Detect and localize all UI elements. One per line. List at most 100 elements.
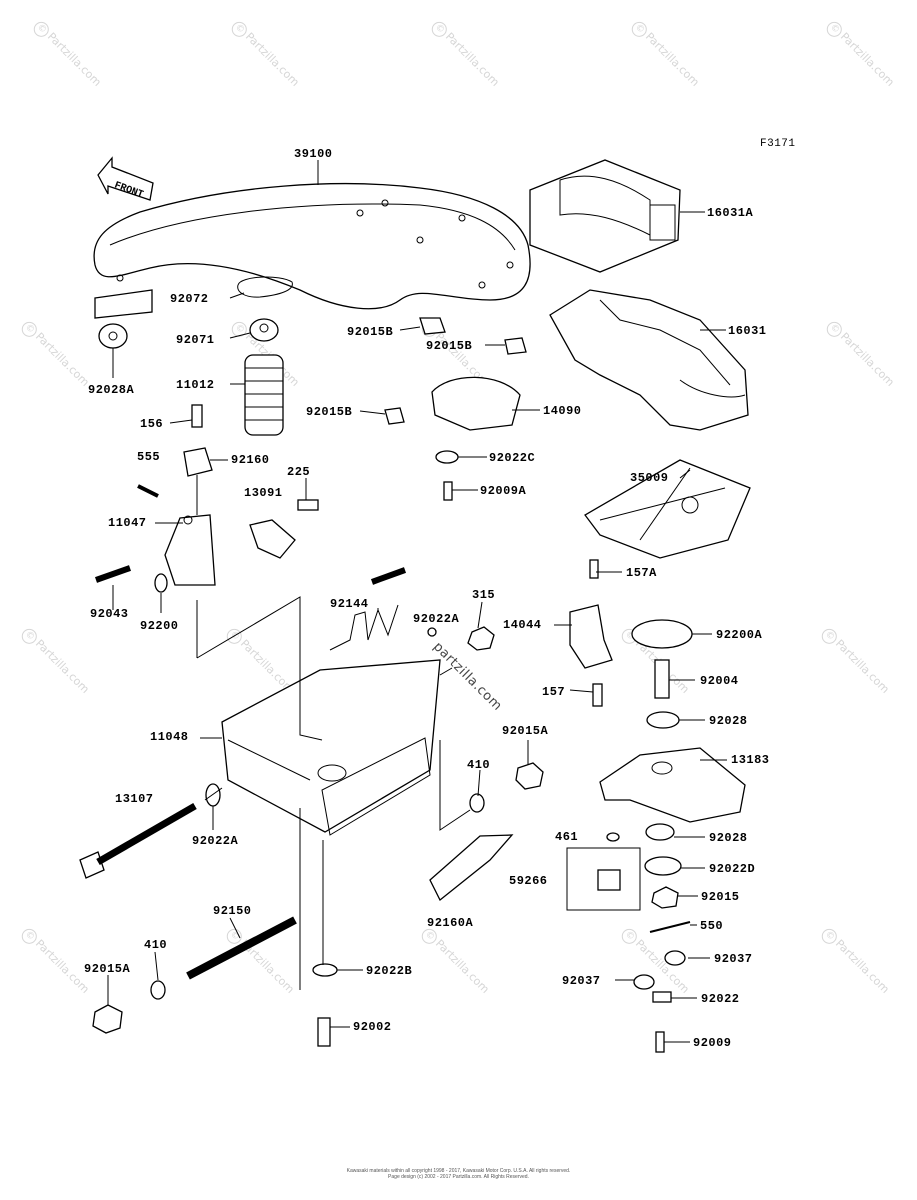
part-label-13107: 13107 xyxy=(115,792,154,806)
nut-315-drawing xyxy=(467,626,495,651)
part-label-92200: 92200 xyxy=(140,619,179,633)
part-label-11012: 11012 xyxy=(176,378,215,392)
washer-92200A-drawing xyxy=(631,619,693,649)
part-label-92022A: 92022A xyxy=(192,834,239,848)
part-label-410: 410 xyxy=(467,758,491,772)
part-label-13091: 13091 xyxy=(244,486,283,500)
part-label-92015A: 92015A xyxy=(502,724,549,738)
part-label-13183: 13183 xyxy=(731,753,770,767)
plate-13183-drawing xyxy=(599,747,746,823)
part-label-92022A: 92022A xyxy=(413,612,460,626)
part-label-92022D: 92022D xyxy=(709,862,756,876)
nut-92015A-drawing xyxy=(92,1004,123,1034)
stopper-92160A-drawing xyxy=(429,834,514,902)
copyright-line-2: Page design (c) 2002 - 2017 Partzilla.co… xyxy=(388,1174,529,1180)
leader-lines xyxy=(107,160,727,1043)
part-label-59266: 59266 xyxy=(509,874,548,888)
spring-92144-drawing xyxy=(329,567,407,651)
part-label-14044: 14044 xyxy=(503,618,542,632)
part-label-461: 461 xyxy=(555,830,579,844)
part-label-315: 315 xyxy=(472,588,496,602)
washer-92022A-drawing xyxy=(427,627,437,637)
bracket-14044-drawing xyxy=(569,604,613,669)
figure-code: F3171 xyxy=(760,138,796,150)
clip-461-drawing xyxy=(606,832,620,842)
bracket-35009-drawing xyxy=(584,459,751,559)
part-label-156: 156 xyxy=(140,417,164,431)
clamp-92037-drawing xyxy=(664,950,686,966)
part-label-16031A: 16031A xyxy=(707,206,754,220)
washer-92022A-drawing xyxy=(205,783,221,807)
part-label-550: 550 xyxy=(700,919,724,933)
washer-92022C-drawing xyxy=(435,450,459,464)
part-label-39100: 39100 xyxy=(294,147,333,161)
screw-225-drawing xyxy=(297,499,319,511)
part-label-555: 555 xyxy=(137,450,161,464)
part-label-11048: 11048 xyxy=(150,730,189,744)
nut-92015B-drawing xyxy=(419,317,446,335)
part-label-92022: 92022 xyxy=(701,992,740,1006)
part-label-92150: 92150 xyxy=(213,904,252,918)
part-label-92028: 92028 xyxy=(709,831,748,845)
part-label-92022B: 92022B xyxy=(366,964,413,978)
part-label-225: 225 xyxy=(287,465,311,479)
washer-92200-drawing xyxy=(154,573,168,593)
cover-16031A-drawing xyxy=(529,159,681,273)
nut-92015A-drawing xyxy=(515,762,544,790)
part-label-157: 157 xyxy=(542,685,566,699)
washer-92022B-drawing xyxy=(312,963,338,977)
bolt-157-drawing xyxy=(592,683,603,707)
washer-410-drawing xyxy=(150,980,166,1000)
collar-92028A-drawing xyxy=(98,323,128,349)
bolt-92002-drawing xyxy=(317,1017,331,1047)
cotter-pin-550-drawing xyxy=(649,921,691,933)
screw-92009A-drawing xyxy=(443,481,453,501)
part-label-92022C: 92022C xyxy=(489,451,536,465)
part-label-92160: 92160 xyxy=(231,453,270,467)
copyright-footer: Kawasaki materials within all copyright … xyxy=(0,1168,917,1180)
nut-92015-drawing xyxy=(651,886,679,909)
bolt-156-drawing xyxy=(191,404,203,428)
cover-16031-drawing xyxy=(549,289,749,431)
pin-92043-drawing xyxy=(95,565,131,583)
part-label-14090: 14090 xyxy=(543,404,582,418)
part-label-16031: 16031 xyxy=(728,324,767,338)
bolt-157A-drawing xyxy=(589,559,599,579)
part-label-92015B: 92015B xyxy=(426,339,473,353)
collar-92028-drawing xyxy=(646,711,680,729)
grommet-92071-drawing xyxy=(249,318,279,342)
part-label-157A: 157A xyxy=(626,566,657,580)
part-label-11047: 11047 xyxy=(108,516,147,530)
part-label-92144: 92144 xyxy=(330,597,369,611)
part-label-92037: 92037 xyxy=(562,974,601,988)
part-label-92043: 92043 xyxy=(90,607,129,621)
part-label-92015: 92015 xyxy=(701,890,740,904)
bracket-11047-drawing xyxy=(164,514,216,586)
fender-part-drawing xyxy=(93,183,531,319)
part-label-92015B: 92015B xyxy=(347,325,394,339)
front-arrow-icon: FRONT xyxy=(97,156,154,201)
part-label-92004: 92004 xyxy=(700,674,739,688)
stopper-92160-drawing xyxy=(183,447,213,477)
part-label-92072: 92072 xyxy=(170,292,209,306)
part-label-92071: 92071 xyxy=(176,333,215,347)
part-label-35009: 35009 xyxy=(630,471,669,485)
part-label-92028: 92028 xyxy=(709,714,748,728)
copyright-line-1: Kawasaki materials within all copyright … xyxy=(346,1168,571,1174)
cover-14090-drawing xyxy=(431,376,521,431)
clamp-92037-drawing xyxy=(633,974,655,990)
block-13091-drawing xyxy=(249,519,296,559)
part-label-92028A: 92028A xyxy=(88,383,135,397)
pin-555-drawing xyxy=(137,484,159,498)
nut-92015B-drawing xyxy=(504,337,527,355)
screw-92009-drawing xyxy=(655,1031,665,1053)
kit-59266-drawing xyxy=(566,847,641,911)
bracket-11048-drawing xyxy=(221,659,441,836)
washer-92022D-drawing xyxy=(644,856,682,876)
bolt-13107-drawing xyxy=(79,802,197,879)
part-label-92002: 92002 xyxy=(353,1020,392,1034)
part-label-92160A: 92160A xyxy=(427,916,474,930)
part-label-92015B: 92015B xyxy=(306,405,353,419)
part-label-92009A: 92009A xyxy=(480,484,527,498)
collar-92028-drawing xyxy=(645,823,675,841)
